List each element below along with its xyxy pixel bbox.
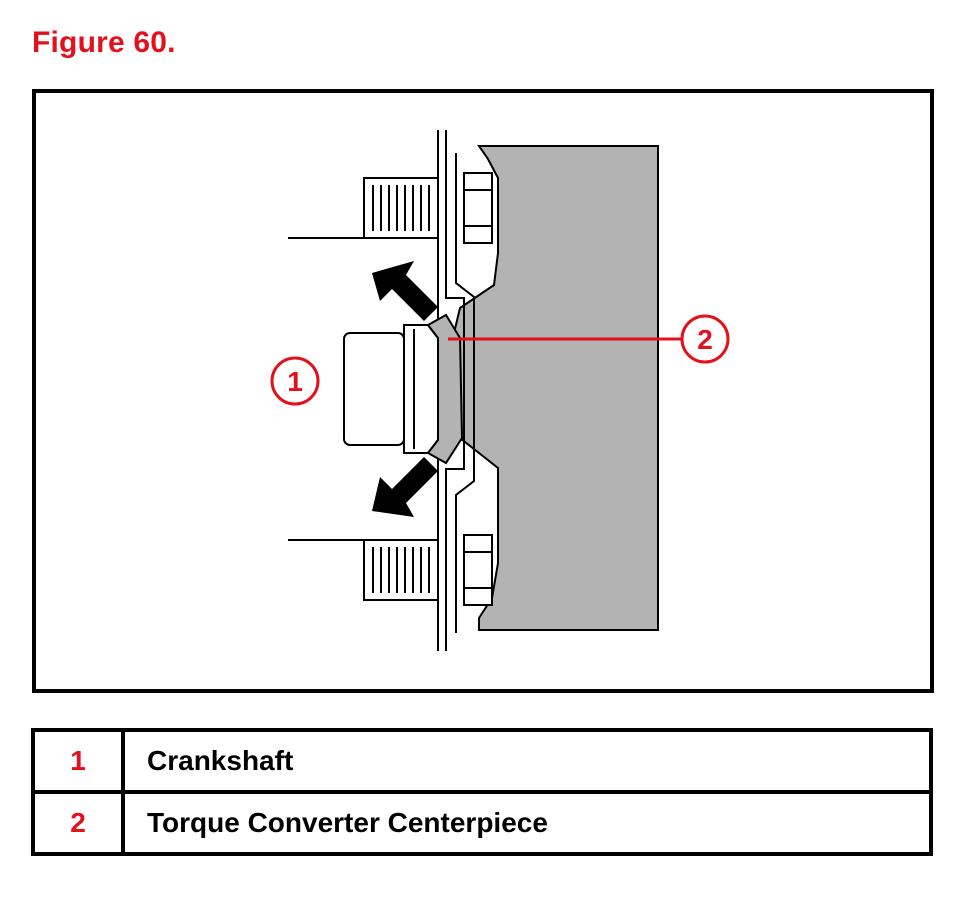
flexplate-inner-outline (445, 130, 465, 651)
lower-bolt (288, 534, 493, 606)
diagram-frame: 1 2 (32, 89, 934, 693)
figure-title: Figure 60. (32, 26, 176, 59)
legend-number: 1 (31, 728, 125, 794)
upper-bolt (288, 172, 493, 244)
legend-description: Crankshaft (121, 728, 933, 794)
legend-row: 2 Torque Converter Centerpiece (31, 790, 933, 856)
legend-row: 1 Crankshaft (31, 728, 933, 794)
torque-converter-centerpiece (426, 313, 464, 465)
callout-1-circle (270, 356, 320, 406)
crankshaft-torque-converter-diagram: 1 2 (270, 130, 730, 651)
callout-2-label: 2 (697, 324, 713, 355)
crankshaft-hub (343, 324, 439, 454)
callout-1-label: 1 (287, 366, 303, 397)
legend-description: Torque Converter Centerpiece (121, 790, 933, 856)
flexplate-mid-outline (455, 153, 475, 633)
callout-2-circle (680, 314, 730, 364)
upper-arrow-icon (372, 261, 438, 321)
legend-number: 2 (31, 790, 125, 856)
legend-table: 1 Crankshaft 2 Torque Converter Centerpi… (31, 728, 933, 856)
lower-arrow-icon (372, 457, 438, 517)
